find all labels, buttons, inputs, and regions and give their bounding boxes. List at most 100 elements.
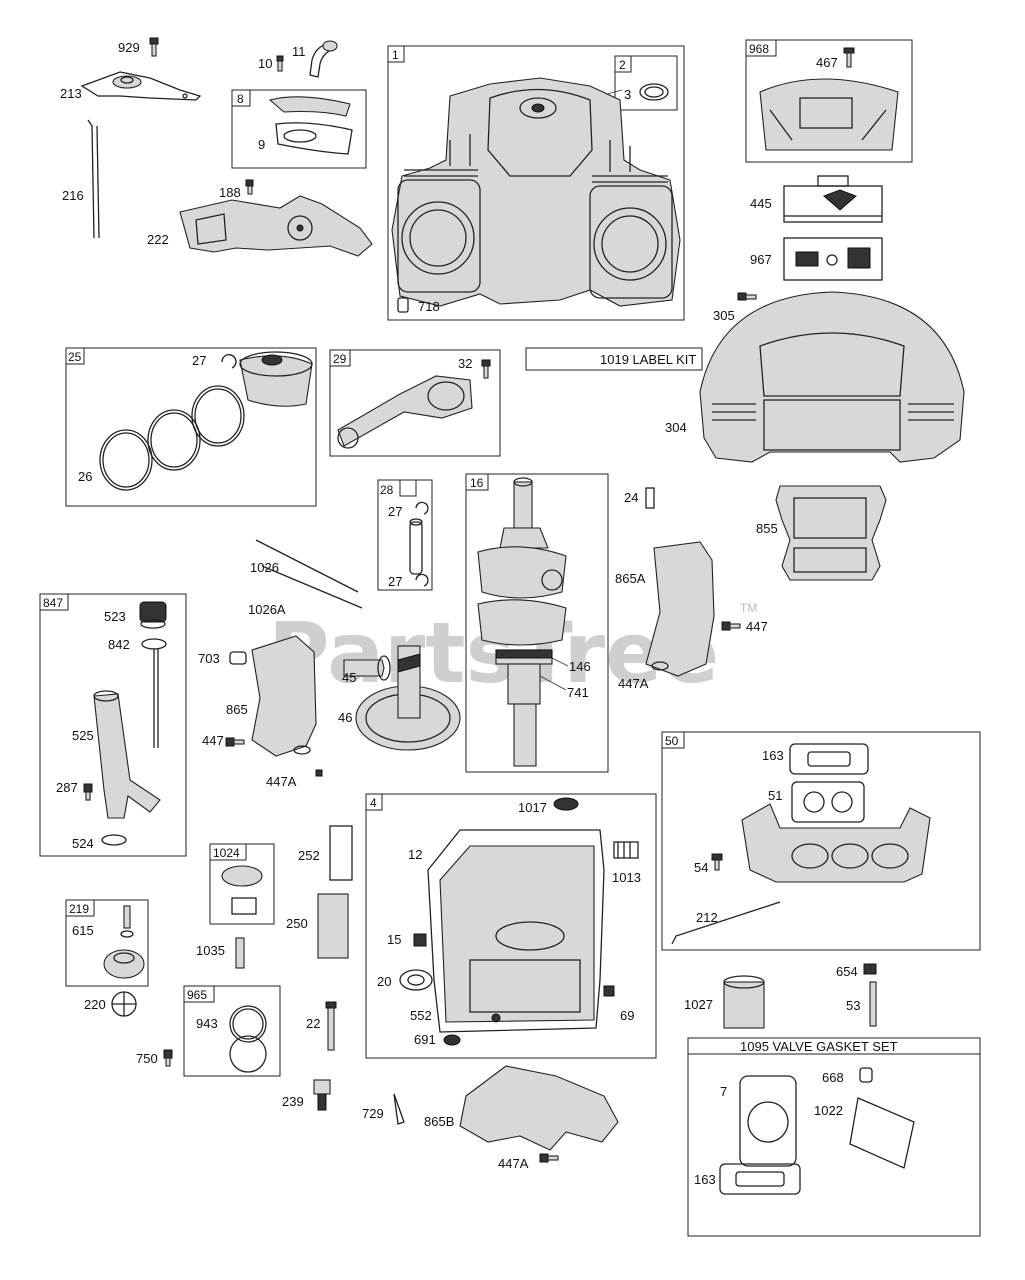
part-213-bracket[interactable] <box>80 71 202 101</box>
part-4-sump[interactable] <box>427 829 605 1033</box>
part-163-gasket-b[interactable] <box>719 1163 801 1195</box>
part-69-plug[interactable] <box>603 985 615 997</box>
part-965-cover[interactable] <box>229 1035 267 1073</box>
part-654-nut[interactable] <box>863 963 877 975</box>
part-11-elbow[interactable] <box>309 40 338 78</box>
part-525-tube[interactable] <box>93 690 161 819</box>
part-615-pin[interactable] <box>120 905 134 938</box>
part-51-gasket[interactable] <box>791 781 865 823</box>
part-718-dowel[interactable] <box>397 297 409 313</box>
label-10: 10 <box>258 56 272 71</box>
part-25-piston[interactable] <box>239 351 313 407</box>
part-1013-spring[interactable] <box>613 841 639 859</box>
part-552-screw[interactable] <box>491 1013 501 1023</box>
part-24-key[interactable] <box>645 487 655 509</box>
part-32-bolt[interactable] <box>481 359 491 379</box>
box-2-tab <box>614 55 632 73</box>
part-943-oring[interactable] <box>229 1005 267 1043</box>
part-729-pin[interactable] <box>393 1093 405 1125</box>
part-212-rod[interactable] <box>671 901 781 945</box>
part-842-dipstick[interactable] <box>141 638 167 748</box>
part-445-air-filter[interactable] <box>783 175 883 223</box>
part-447-bolt-b[interactable] <box>225 737 245 747</box>
part-929-bolt[interactable] <box>149 37 159 57</box>
part-447-bolt-a[interactable] <box>721 621 741 631</box>
part-447A-washer-a[interactable] <box>651 661 669 671</box>
label-22: 22 <box>306 1016 320 1031</box>
part-222-governor-bracket[interactable] <box>179 195 373 257</box>
part-287-screw[interactable] <box>83 783 93 801</box>
box-25 <box>65 347 317 507</box>
label-447b: 447 <box>202 733 224 748</box>
part-865B-shield[interactable] <box>459 1065 619 1151</box>
part-10-screw[interactable] <box>276 55 284 72</box>
part-54-screw[interactable] <box>711 853 723 871</box>
part-855-adapter[interactable] <box>775 485 887 581</box>
part-29-connecting-rod[interactable] <box>337 375 473 449</box>
part-865A-shield[interactable] <box>645 541 715 677</box>
part-1022-cover-gasket[interactable] <box>849 1097 915 1169</box>
part-523-cap[interactable] <box>139 601 167 629</box>
part-691-washer[interactable] <box>443 1034 461 1046</box>
part-304-air-cleaner-base[interactable] <box>699 291 965 463</box>
part-250-screen[interactable] <box>317 893 349 959</box>
part-53-stud[interactable] <box>869 981 877 1027</box>
box-50-tab <box>661 731 685 749</box>
part-305-screw[interactable] <box>737 292 757 301</box>
box-29 <box>329 349 501 457</box>
part-163-gasket-a[interactable] <box>789 743 869 775</box>
part-1027-oil-filter[interactable] <box>723 975 765 1029</box>
part-27-clip-b[interactable] <box>415 501 429 515</box>
part-22-bolt[interactable] <box>325 1001 337 1051</box>
part-1026-pushrod[interactable] <box>255 539 359 593</box>
part-27-clip-a[interactable] <box>221 354 237 369</box>
part-1026A-pushrod[interactable] <box>261 565 363 609</box>
part-967-precleaner[interactable] <box>783 237 883 281</box>
part-703-clip[interactable] <box>229 651 247 665</box>
box-847 <box>39 593 187 857</box>
part-750-screw[interactable] <box>163 1049 173 1067</box>
label-1027: 1027 <box>684 997 713 1012</box>
label-447A-a: 447A <box>618 676 649 691</box>
label-222: 222 <box>147 232 169 247</box>
part-20-seal[interactable] <box>399 969 433 991</box>
part-239-switch[interactable] <box>313 1079 331 1111</box>
valve-gasket-set-title[interactable]: 1095 VALVE GASKET SET <box>740 1039 898 1054</box>
part-3-seal[interactable] <box>639 83 669 101</box>
label-239: 239 <box>282 1094 304 1109</box>
part-188-screw[interactable] <box>245 179 254 195</box>
part-1017-plug[interactable] <box>553 797 579 811</box>
label-524: 524 <box>72 836 94 851</box>
label-552: 552 <box>410 1008 432 1023</box>
part-252-block[interactable] <box>329 825 353 881</box>
part-45-tappet[interactable] <box>343 655 391 681</box>
label-kit-text[interactable]: 1019 LABEL KIT <box>600 352 696 367</box>
part-668-seal[interactable] <box>859 1067 873 1083</box>
part-28-piston-pin[interactable] <box>409 518 423 575</box>
part-216-rod[interactable] <box>87 119 100 239</box>
part-968-cover[interactable] <box>759 78 899 151</box>
part-1024-pump[interactable] <box>221 865 263 915</box>
part-524-oring[interactable] <box>101 834 127 846</box>
part-7-head-gasket[interactable] <box>739 1075 797 1167</box>
label-213: 213 <box>60 86 82 101</box>
label-1017: 1017 <box>518 800 547 815</box>
part-1-crankcase[interactable] <box>391 77 681 307</box>
box-25-number: 25 <box>68 350 82 364</box>
part-447A-washer-b[interactable] <box>293 745 323 777</box>
label-26: 26 <box>78 469 92 484</box>
box-2 <box>614 55 678 111</box>
part-15-plug[interactable] <box>413 933 427 947</box>
part-27-clip-c[interactable] <box>415 573 429 587</box>
part-220-washer[interactable] <box>111 991 137 1017</box>
part-865-shield[interactable] <box>251 635 317 757</box>
part-rings[interactable] <box>99 385 245 491</box>
part-50-manifold[interactable] <box>741 803 931 883</box>
part-467-screw[interactable] <box>843 47 855 68</box>
part-8-gasket[interactable] <box>268 96 353 155</box>
part-219-governor-gear[interactable] <box>103 949 145 979</box>
part-46-camshaft[interactable] <box>355 645 461 751</box>
part-16-crankshaft[interactable] <box>477 477 567 767</box>
part-447A-bolt-c[interactable] <box>539 1153 559 1163</box>
part-1035-pin[interactable] <box>235 937 245 969</box>
